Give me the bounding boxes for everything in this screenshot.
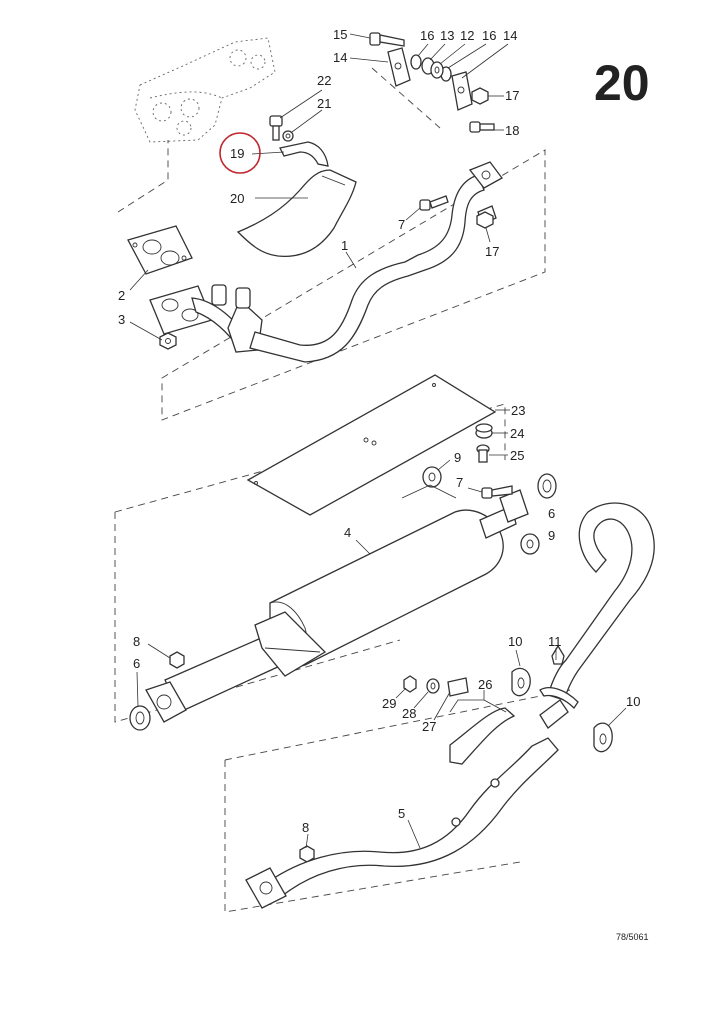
rubber-mount-part-24	[475, 423, 493, 439]
clamp-part-26	[449, 707, 516, 765]
callout-12: 12	[460, 28, 474, 43]
nut-part-8	[169, 651, 315, 863]
bolt-part-7-lower	[481, 485, 513, 499]
callout-26: 26	[478, 677, 492, 692]
heat-shield-plate-part-23	[246, 374, 497, 516]
bolt-part-25	[476, 444, 490, 463]
washer-part-21	[282, 130, 294, 142]
callout-21: 21	[317, 96, 331, 111]
callout-9-top: 9	[454, 450, 461, 465]
callout-13: 13	[440, 28, 454, 43]
front-muffler-part-4	[145, 489, 529, 723]
callout-18: 18	[505, 123, 519, 138]
assembly-frames	[114, 67, 571, 913]
callout-labels: 15 14 16 13 12 16 14 17 18 22 21 19 20 1…	[118, 27, 640, 835]
heat-shield-part-20	[236, 169, 357, 258]
gasket-ring-part-6	[129, 473, 557, 731]
rubber-mount-part-9	[422, 466, 540, 555]
callout-9-right: 9	[548, 528, 555, 543]
callout-5: 5	[398, 806, 405, 821]
washer-part-12	[430, 61, 444, 79]
leader-lines	[129, 33, 627, 849]
callout-28: 28	[402, 706, 416, 721]
washer-part-28	[426, 678, 440, 694]
callout-6-right: 6	[548, 506, 555, 521]
highlight-circle	[219, 132, 261, 174]
clamp-part-11	[539, 644, 579, 710]
callout-16-right: 16	[482, 28, 496, 43]
callout-17-top: 17	[505, 88, 519, 103]
callout-7-top: 7	[398, 217, 405, 232]
bolt-part-22	[269, 115, 283, 141]
callout-25: 25	[510, 448, 524, 463]
callout-22: 22	[317, 73, 331, 88]
nut-part-17	[471, 87, 494, 229]
callout-10-left: 10	[508, 634, 522, 649]
callout-8-left: 8	[133, 634, 140, 649]
callout-4: 4	[344, 525, 351, 540]
bolt-part-18	[469, 121, 495, 133]
drawing-code: 78/5061	[616, 932, 649, 942]
callout-11: 11	[548, 634, 562, 649]
callout-17-mid: 17	[485, 244, 499, 259]
callout-23: 23	[511, 403, 525, 418]
callout-14-left: 14	[333, 50, 347, 65]
callout-19: 19	[230, 146, 244, 161]
callout-8-bottom: 8	[302, 820, 309, 835]
rear-pipe-part-5	[245, 737, 559, 909]
callout-3: 3	[118, 312, 125, 327]
callout-24: 24	[510, 426, 524, 441]
clamp-part-14	[387, 47, 473, 111]
page-number: 20	[594, 55, 650, 111]
callout-7-bottom: 7	[456, 475, 463, 490]
tail-pipe	[539, 502, 655, 729]
nut-part-29	[403, 675, 417, 693]
callout-16-left: 16	[420, 28, 434, 43]
bolt-part-7-upper	[419, 195, 449, 211]
washer-part-16	[410, 54, 452, 82]
nut-part-3	[159, 332, 177, 350]
exhaust-manifold-outline	[134, 37, 276, 143]
bolt-part-15	[369, 32, 405, 47]
rubber-mount-part-10	[511, 667, 613, 753]
callout-6-left: 6	[133, 656, 140, 671]
bracket-part-19	[279, 141, 329, 167]
callout-2: 2	[118, 288, 125, 303]
gasket-part-2	[127, 225, 193, 275]
callout-14-right: 14	[503, 28, 517, 43]
callout-15: 15	[333, 27, 347, 42]
callout-27: 27	[422, 719, 436, 734]
callout-29: 29	[382, 696, 396, 711]
sleeve-part-27	[447, 677, 469, 697]
front-pipe-part-1	[149, 161, 503, 363]
callout-10-right: 10	[626, 694, 640, 709]
callout-20: 20	[230, 191, 244, 206]
callout-1: 1	[341, 238, 348, 253]
